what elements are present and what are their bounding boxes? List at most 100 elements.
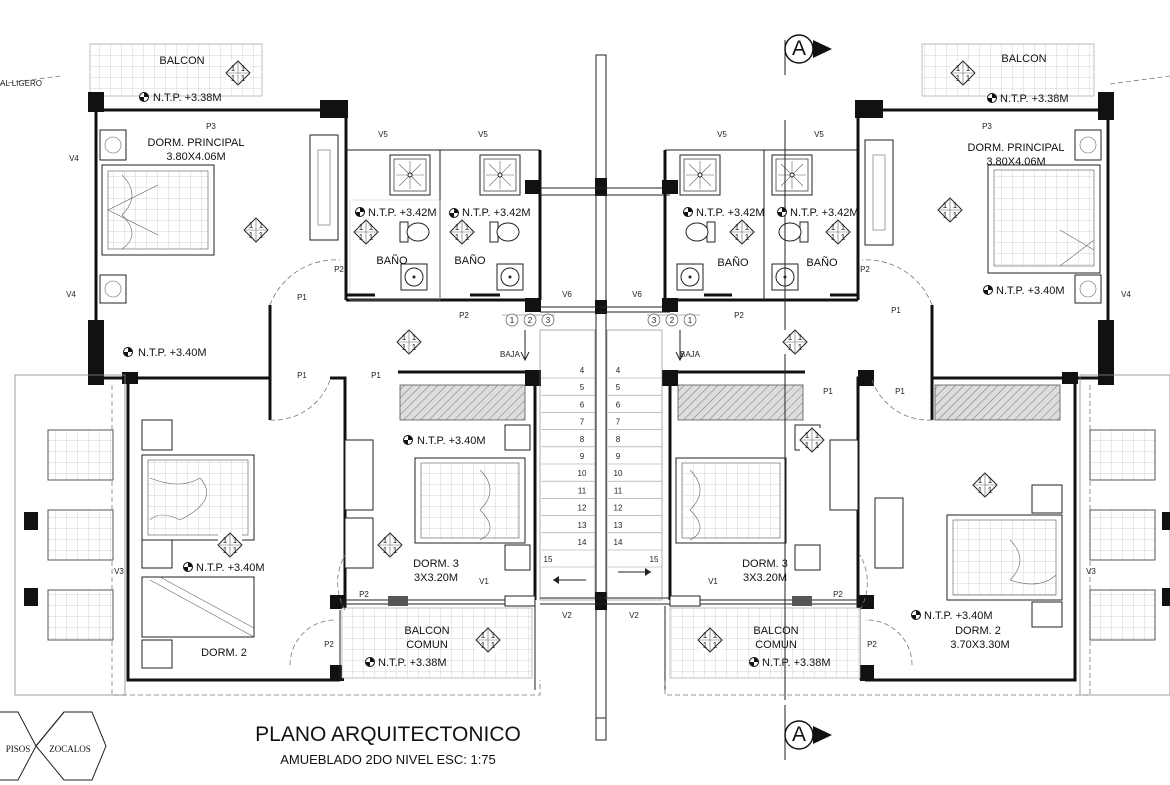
stair-step-number: 10 [614,469,623,478]
right-dorm2: DORM. 2 [955,625,1001,637]
tag-p1-c: P1 [371,371,381,380]
stair-step-number: 3 [652,316,657,325]
right-ntp-dorm2: N.T.P. +3.40M [924,610,993,622]
legend-zocalos: ZOCALOS [49,744,91,754]
stair-step-number: 5 [580,383,585,392]
stair-step-circle [647,313,661,327]
right-dorm-principal-size: 3.80X4.06M [986,156,1045,168]
stair-step-number: 6 [580,400,585,409]
tag-v2-left: V2 [562,611,572,620]
stair-step-number: 7 [580,418,585,427]
left-ntp-bano-1: N.T.P. +3.42M [368,207,437,219]
left-ntp-balcon: N.T.P. +3.38M [153,92,222,104]
right-balcony-area [921,43,1095,97]
tag-p2-b: P2 [459,311,469,320]
right-dorm2-size: 3.70X3.30M [950,639,1009,651]
left-baja: BAJA [500,350,521,359]
stair-step-number: 14 [578,538,587,547]
stair-step-number: 11 [614,486,623,495]
legend-symbols: PISOS ZOCALOS [0,711,107,781]
right-dorm3: DORM. 3 [742,558,788,570]
left-ntp-bano-2: N.T.P. +3.42M [462,207,531,219]
tag-v4-left-2: V4 [66,290,76,299]
stair-step-number: 12 [578,504,587,513]
tag-p2-g: P2 [833,590,843,599]
right-ntp-bano-2: N.T.P. +3.42M [790,207,859,219]
right-ntp-dorm-principal: N.T.P. +3.40M [996,285,1065,297]
stair-step-circle [523,313,537,327]
stair-step-number: 3 [546,316,551,325]
right-dorm3-size: 3X3.20M [743,572,787,584]
stair-step-number: 13 [578,521,587,530]
stair-step-number: 13 [614,521,623,530]
right-dorm-principal: DORM. PRINCIPAL [968,142,1065,154]
left-unit: AL LIGERO [0,43,542,696]
left-dorm3: DORM. 3 [413,558,459,570]
left-dorm-principal: DORM. PRINCIPAL [148,137,245,149]
tag-v5-4: V5 [814,130,824,139]
left-balcon-label: BALCON [159,55,204,67]
left-ntp-balcon-comun: N.T.P. +3.38M [378,657,447,669]
tag-p2-e: P2 [359,590,369,599]
right-baja: BAJA [680,350,701,359]
stair-step-number: 2 [670,316,675,325]
tag-v5-1: V5 [378,130,388,139]
right-unit [504,40,1170,760]
left-dorm-principal-size: 3.80X4.06M [166,151,225,163]
tag-p2-c: P2 [734,311,744,320]
legend-pisos: PISOS [6,744,31,754]
stair-step-number: 2 [528,316,533,325]
stair-step-number: 4 [616,366,621,375]
tag-v2-right: V2 [629,611,639,620]
stair-step-circle [665,313,679,327]
stair-step-number: 9 [616,452,621,461]
stair-step-number: 1 [688,316,693,325]
stair-step-number: 11 [578,486,587,495]
tag-p2-f: P2 [324,640,334,649]
tag-p1-e: P1 [895,387,905,396]
tag-p1-d: P1 [823,387,833,396]
truncated-label: AL LIGERO [0,79,42,88]
tag-p2-d: P2 [860,265,870,274]
right-balcon-comun-2: COMUN [755,639,797,651]
left-bano-1: BAÑO [376,254,408,267]
tag-p2-h: P2 [867,640,877,649]
stair-step-number: 14 [614,538,623,547]
tag-v3-right: V3 [1086,567,1096,576]
stair-step-number: 7 [616,418,621,427]
tag-v4-right: V4 [1121,290,1131,299]
tag-v1-right: V1 [708,577,718,586]
tag-p1-b: P1 [297,371,307,380]
tag-v5-2: V5 [478,130,488,139]
tag-v4-left-1: V4 [69,154,79,163]
stair-step-circle [683,313,697,327]
section-marker-top: A [784,34,832,64]
left-dorm2: DORM. 2 [201,647,247,659]
stair-step-number: 8 [580,435,585,444]
section-marker-bottom: A [784,720,832,750]
tag-v1-left: V1 [479,577,489,586]
plan-subtitle: AMUEBLADO 2DO NIVEL ESC: 1:75 [280,752,496,767]
stair-step-number: 4 [580,366,585,375]
tag-p3-left: P3 [206,122,216,131]
tag-v6-right: V6 [632,290,642,299]
stair-step-number: 12 [614,504,623,513]
party-wall [595,54,607,741]
stair-step-number: 15 [544,555,553,564]
right-balcon-label: BALCON [1001,53,1046,65]
tag-p1-f: P1 [891,306,901,315]
tag-p2-a: P2 [334,265,344,274]
right-bano-2: BAÑO [806,256,838,269]
left-balcon-comun-2: COMUN [406,639,448,651]
right-balcon-comun: BALCON [753,625,798,637]
tag-v6-left: V6 [562,290,572,299]
right-ntp-balcon: N.T.P. +3.38M [1000,93,1069,105]
stair-step-number: 10 [578,469,587,478]
stair-step-number: 1 [510,316,515,325]
door-window-tags: P3 P3 V4 V4 V4 V5 V5 V5 V5 V6 V6 P1 P1 P… [66,122,1131,649]
stair-step-circle [505,313,519,327]
stair-step-circle [541,313,555,327]
